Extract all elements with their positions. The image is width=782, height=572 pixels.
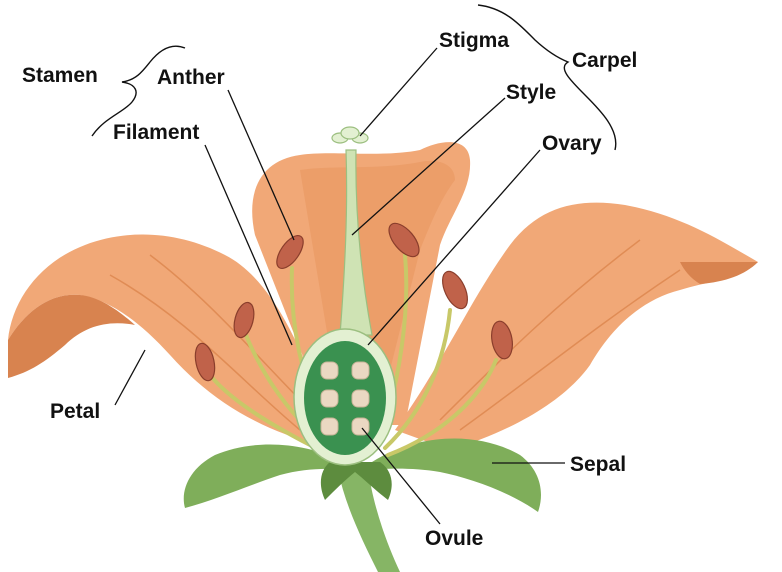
petal-right-vein bbox=[459, 269, 681, 431]
petal-left-fold bbox=[8, 294, 135, 378]
sepal-center bbox=[320, 462, 392, 500]
ovule-label: Ovule bbox=[425, 527, 483, 550]
anther bbox=[276, 235, 304, 269]
stigma bbox=[331, 126, 369, 144]
ovule-leader bbox=[361, 427, 441, 525]
style-leader bbox=[351, 97, 506, 236]
petal-left-vein bbox=[109, 274, 301, 431]
petal-right-vein bbox=[439, 239, 641, 421]
stem bbox=[338, 468, 400, 572]
leader-lines bbox=[114, 47, 565, 525]
sepal-left bbox=[183, 444, 345, 508]
petal-label: Petal bbox=[50, 400, 100, 423]
sepal-right bbox=[372, 438, 541, 512]
anther-leader bbox=[227, 89, 295, 241]
stamen-label: Stamen bbox=[22, 64, 98, 87]
ovule bbox=[351, 361, 370, 380]
ovules bbox=[320, 361, 370, 436]
anther bbox=[233, 301, 255, 339]
ovary-leader bbox=[367, 149, 541, 346]
filament-label: Filament bbox=[113, 121, 199, 144]
ovule bbox=[351, 389, 370, 408]
anther bbox=[194, 342, 216, 382]
petal-right-tip bbox=[680, 262, 758, 284]
carpel-brace bbox=[477, 4, 617, 151]
style bbox=[339, 149, 373, 336]
anther bbox=[388, 222, 420, 258]
petal-leader bbox=[114, 349, 146, 406]
ovary-inner bbox=[304, 341, 386, 455]
petal-left-vein bbox=[149, 254, 311, 411]
anther-label: Anther bbox=[157, 66, 225, 89]
ovule bbox=[320, 361, 339, 380]
stigma-label: Stigma bbox=[439, 29, 509, 52]
ovule bbox=[320, 417, 339, 436]
filament-leader bbox=[204, 144, 293, 346]
stamen-brace bbox=[91, 45, 186, 137]
anther bbox=[491, 320, 513, 360]
petal-right bbox=[395, 202, 758, 450]
anther bbox=[442, 270, 468, 310]
style-label: Style bbox=[506, 81, 556, 104]
ovule bbox=[320, 389, 339, 408]
ovary-label: Ovary bbox=[542, 132, 602, 155]
sepal-label: Sepal bbox=[570, 453, 626, 476]
stigma-leader bbox=[359, 47, 438, 137]
petal-left bbox=[8, 234, 320, 445]
anthers bbox=[194, 222, 513, 382]
carpel-label: Carpel bbox=[572, 49, 637, 72]
